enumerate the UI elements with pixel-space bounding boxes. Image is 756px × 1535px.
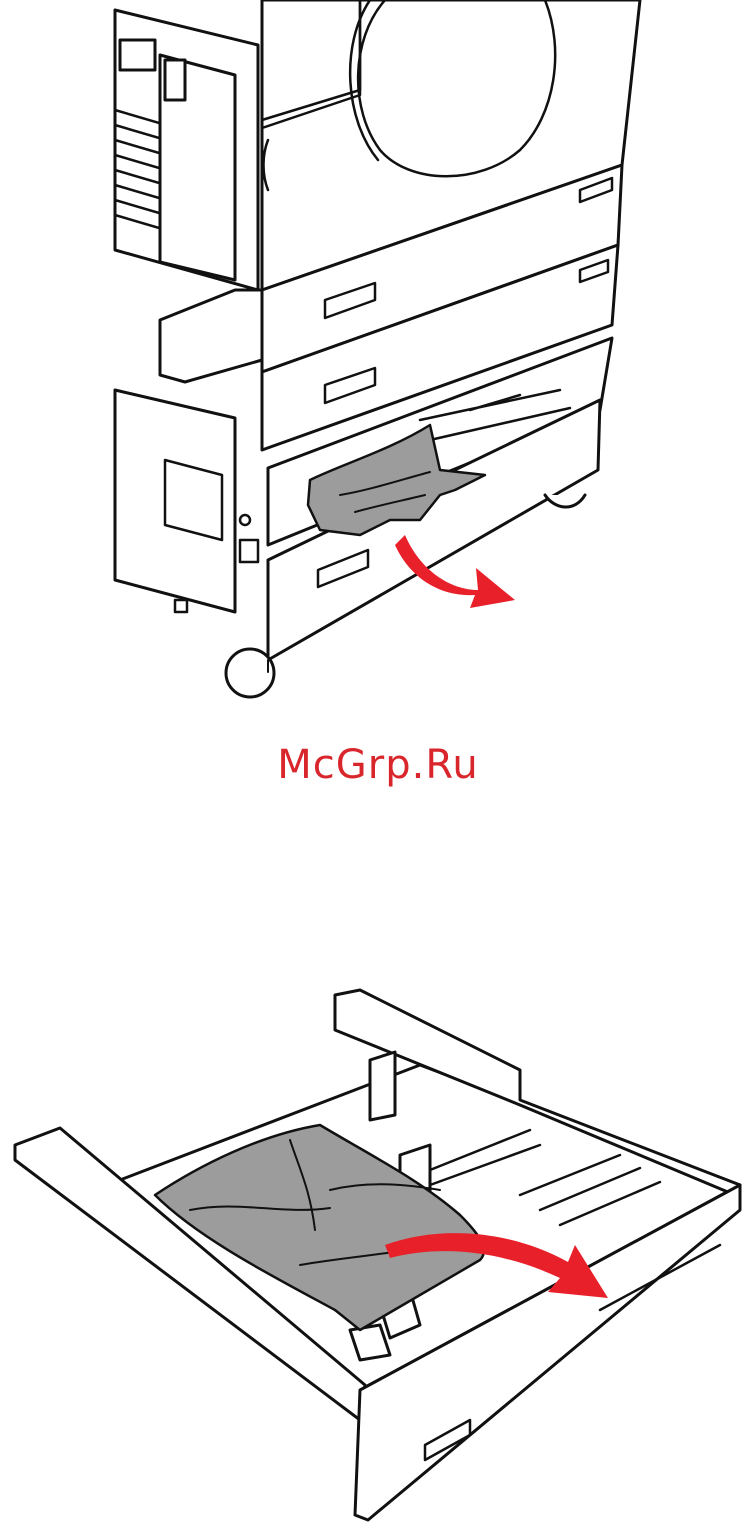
side-screw	[240, 515, 250, 525]
side-unit-latch	[120, 40, 155, 70]
rear-paper-guide	[370, 1052, 395, 1120]
caster-right	[545, 495, 585, 507]
tray-drawing	[0, 980, 756, 1535]
side-socket	[240, 540, 258, 562]
lower-side-panel	[115, 390, 235, 612]
printer-drawing	[0, 0, 756, 710]
floor-clip	[175, 600, 187, 612]
tray-illustration	[0, 980, 756, 1535]
caster-front-left	[226, 649, 274, 697]
side-lever	[160, 290, 262, 382]
printer-illustration	[0, 0, 756, 710]
watermark-text: McGrp.Ru	[0, 742, 756, 788]
side-unit-button	[165, 60, 185, 100]
